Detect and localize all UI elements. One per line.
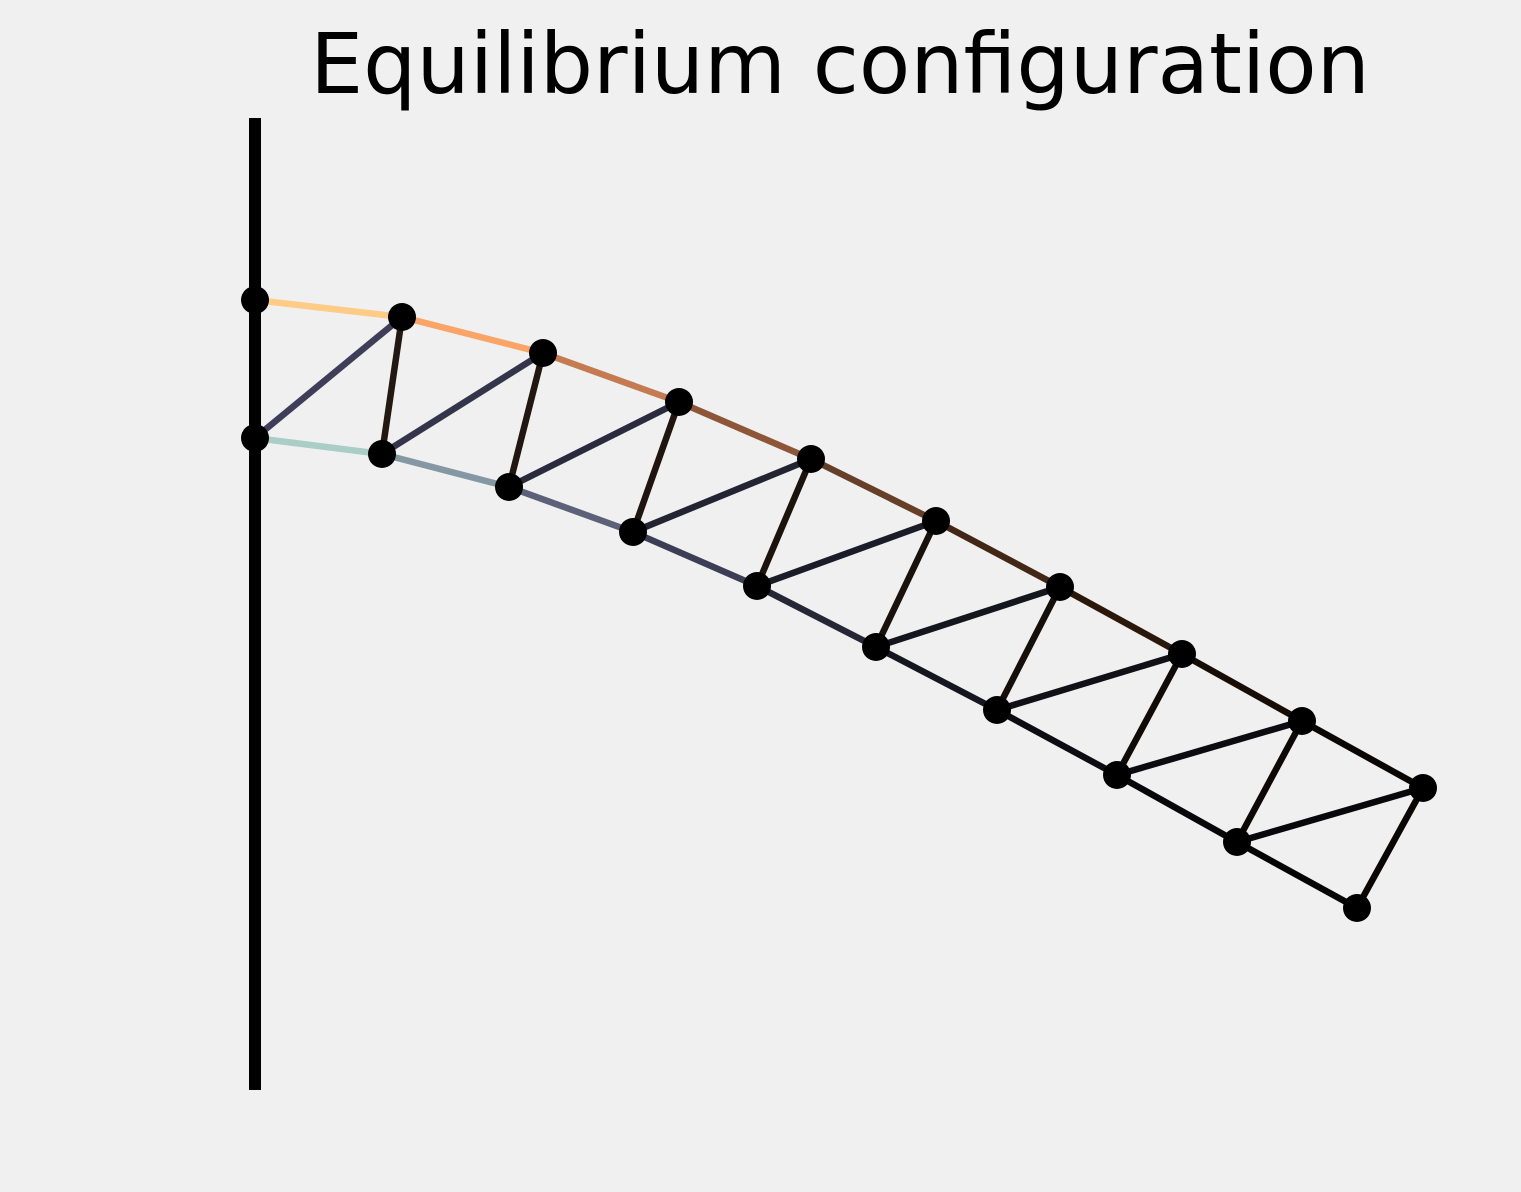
truss-node-b0: [241, 424, 269, 452]
truss-node-b8: [1223, 828, 1251, 856]
truss-member-diagonal-1: [252, 314, 405, 441]
truss-node-b7: [1103, 761, 1131, 789]
truss-member-top-chord-9: [1300, 718, 1425, 791]
truss-member-bottom-chord-7: [995, 707, 1119, 778]
diagram-title: Equilibrium configuration: [310, 15, 1370, 113]
truss-node-b9: [1343, 894, 1371, 922]
truss-member-vertical-4: [754, 457, 814, 588]
truss-member-top-chord-2: [401, 313, 544, 357]
truss-member-vertical-7: [1114, 652, 1185, 777]
truss-node-b4: [743, 572, 771, 600]
truss-member-diagonal-8: [1116, 717, 1303, 779]
truss-member-top-chord-8: [1180, 651, 1304, 724]
truss-member-bottom-chord-1: [254, 434, 383, 458]
truss-member-diagonal-7: [996, 650, 1183, 714]
truss-node-b1: [368, 440, 396, 468]
truss-member-vertical-9: [1354, 786, 1426, 910]
truss-member-top-chord-4: [677, 399, 813, 462]
truss-member-top-chord-1: [254, 296, 403, 321]
truss-member-vertical-1: [378, 316, 406, 455]
truss-member-vertical-5: [873, 519, 939, 649]
truss-member-vertical-8: [1234, 719, 1305, 844]
truss-member-bottom-chord-5: [755, 583, 878, 650]
truss-member-diagonal-9: [1236, 784, 1424, 846]
truss-node-t1: [388, 303, 416, 331]
truss-member-vertical-2: [505, 352, 547, 488]
truss-member-bottom-chord-4: [631, 529, 759, 589]
truss-member-top-chord-6: [934, 518, 1062, 590]
truss-node-t7: [1168, 640, 1196, 668]
truss-node-b6: [983, 696, 1011, 724]
truss-node-t8: [1288, 707, 1316, 735]
truss-member-bottom-chord-3: [507, 483, 635, 536]
truss-node-t6: [1046, 573, 1074, 601]
truss-member-diagonal-4: [631, 455, 813, 536]
truss-node-t2: [529, 339, 557, 367]
truss-member-bottom-chord-6: [874, 644, 999, 713]
truss-member-diagonal-2: [380, 350, 545, 457]
truss-member-bottom-chord-9: [1235, 839, 1359, 911]
truss-node-t4: [797, 445, 825, 473]
truss-node-t5: [922, 507, 950, 535]
truss-member-vertical-6: [994, 585, 1063, 712]
truss-member-top-chord-3: [541, 349, 681, 406]
truss-node-b5: [862, 633, 890, 661]
truss-member-bottom-chord-2: [381, 450, 510, 491]
truss-node-t9: [1409, 774, 1437, 802]
truss-member-vertical-3: [629, 400, 683, 534]
truss-member-bottom-chord-8: [1115, 772, 1239, 845]
truss-node-b2: [495, 473, 523, 501]
truss-node-t0: [241, 286, 269, 314]
truss-node-b3: [619, 518, 647, 546]
truss-node-t3: [665, 388, 693, 416]
truss-member-top-chord-5: [809, 456, 938, 524]
truss-member-top-chord-7: [1058, 584, 1184, 657]
truss-member-diagonal-6: [874, 583, 1062, 651]
truss-member-diagonal-5: [755, 517, 938, 590]
truss-member-diagonal-3: [507, 399, 681, 490]
